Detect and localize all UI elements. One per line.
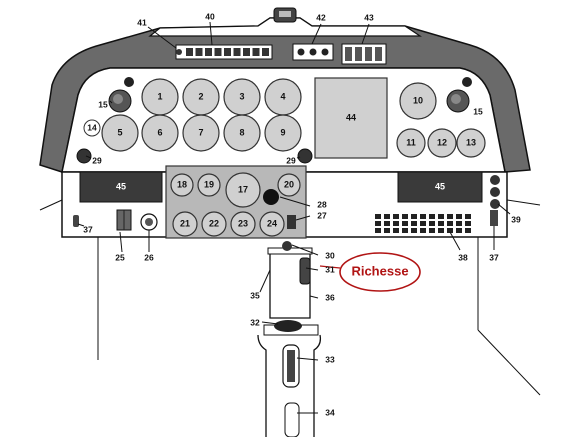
gauge-8: 8: [223, 114, 261, 152]
gauge-4-label: 4: [280, 91, 285, 101]
label-43: 43: [364, 12, 374, 22]
label-15-left: 15: [98, 99, 108, 109]
label-44: 44: [346, 112, 356, 122]
richesse-callout: [339, 252, 421, 292]
label-30: 30: [325, 250, 335, 260]
label-39: 39: [511, 214, 521, 224]
stack-gauge-20-label: 20: [284, 179, 294, 189]
gauge-5-label: 5: [117, 127, 122, 137]
label-32: 32: [250, 317, 260, 327]
stack-gauge-23-label: 23: [238, 218, 248, 228]
gauge-11-label: 11: [406, 137, 416, 147]
label-37-left: 37: [83, 224, 93, 234]
stack-gauge-17: 17: [225, 172, 261, 208]
gauge-5: 5: [101, 114, 139, 152]
panel-light-left: [76, 148, 92, 164]
stack-gauge-18: 18: [170, 173, 194, 197]
label-28: 28: [317, 199, 327, 209]
label-45-left: 45: [116, 181, 126, 191]
gauge-6-label: 6: [157, 127, 162, 137]
label-45-right: 45: [435, 181, 445, 191]
right-display: [397, 171, 483, 203]
label-15-right: 15: [473, 106, 483, 116]
label-26: 26: [144, 252, 154, 262]
stack-gauge-21: 21: [172, 211, 198, 237]
stack-gauge-17-label: 17: [238, 184, 248, 194]
label-42: 42: [316, 12, 326, 22]
button-grid: [375, 214, 471, 233]
right-small-switch: [490, 210, 498, 226]
gauge-13: 13: [456, 128, 486, 158]
stack-gauge-18-label: 18: [177, 179, 187, 189]
gauge-10-label: 10: [413, 95, 423, 105]
gauge-9-label: 9: [280, 127, 285, 137]
label-25: 25: [115, 252, 125, 262]
label-29-right: 29: [286, 155, 296, 165]
center-stack-gauges: 18 19 17 20 21 22 23 24: [170, 172, 301, 237]
left-gauge-cluster: 1 2 3 4 5 6 7 8 9: [101, 78, 302, 152]
label-38: 38: [458, 252, 468, 262]
gauge-13-label: 13: [466, 137, 476, 147]
gauge-4: 4: [264, 78, 302, 116]
stack-gauge-22: 22: [201, 211, 227, 237]
center-knob: [263, 189, 279, 205]
stack-gauge-22-label: 22: [209, 218, 219, 228]
gauge-9: 9: [264, 114, 302, 152]
right-gauge-cluster: 10 11 12 13: [396, 82, 486, 158]
gauge-12-label: 12: [437, 137, 447, 147]
gauge-12: 12: [427, 128, 457, 158]
left-display: [79, 171, 163, 203]
label-31: 31: [325, 264, 335, 274]
label-37-right: 37: [489, 252, 499, 262]
label-36: 36: [325, 292, 335, 302]
gauge-2-label: 2: [198, 91, 203, 101]
top-left-light: [176, 49, 182, 55]
small-gauge: [83, 119, 101, 137]
gauge-11: 11: [396, 128, 426, 158]
gauge-1-label: 1: [157, 91, 162, 101]
fuel-selector: [274, 320, 302, 332]
stack-switch: [287, 215, 296, 229]
label-40: 40: [205, 11, 215, 21]
label-14: 14: [87, 122, 97, 132]
stack-gauge-24: 24: [259, 211, 285, 237]
gauge-10: 10: [399, 82, 437, 120]
flap-handle: [284, 402, 300, 437]
floor-tunnel: [257, 334, 322, 437]
gauge-6: 6: [141, 114, 179, 152]
leader-lines: [77, 21, 511, 414]
gauge-7-label: 7: [198, 127, 203, 137]
stack-gauge-20: 20: [277, 173, 301, 197]
label-35: 35: [250, 290, 260, 300]
center-display: [314, 77, 388, 159]
stack-gauge-19: 19: [197, 173, 221, 197]
annunciator-strip: [175, 44, 273, 60]
label-33: 33: [325, 354, 335, 364]
panel-light-right: [297, 148, 313, 164]
mixture-lever: [299, 257, 311, 285]
top-right-switches: [341, 43, 387, 65]
richesse-label: Richesse: [351, 263, 408, 278]
stack-gauge-23: 23: [230, 211, 256, 237]
center-pedestal: [269, 250, 311, 319]
pedestal-knob: [282, 241, 292, 251]
stack-gauge-21-label: 21: [180, 218, 190, 228]
left-small-switch: [73, 215, 79, 227]
gauge-3-label: 3: [239, 91, 244, 101]
stack-gauge-19-label: 19: [204, 179, 214, 189]
label-27: 27: [317, 210, 327, 220]
gauge-1: 1: [141, 78, 179, 116]
label-29-left: 29: [92, 155, 102, 165]
label-41: 41: [137, 17, 147, 27]
top-cowling: [148, 17, 422, 37]
gauge-8-label: 8: [239, 127, 244, 137]
label-34: 34: [325, 407, 335, 417]
gauge-7: 7: [182, 114, 220, 152]
gauge-3: 3: [223, 78, 261, 116]
gauge-2: 2: [182, 78, 220, 116]
stack-gauge-24-label: 24: [267, 218, 277, 228]
